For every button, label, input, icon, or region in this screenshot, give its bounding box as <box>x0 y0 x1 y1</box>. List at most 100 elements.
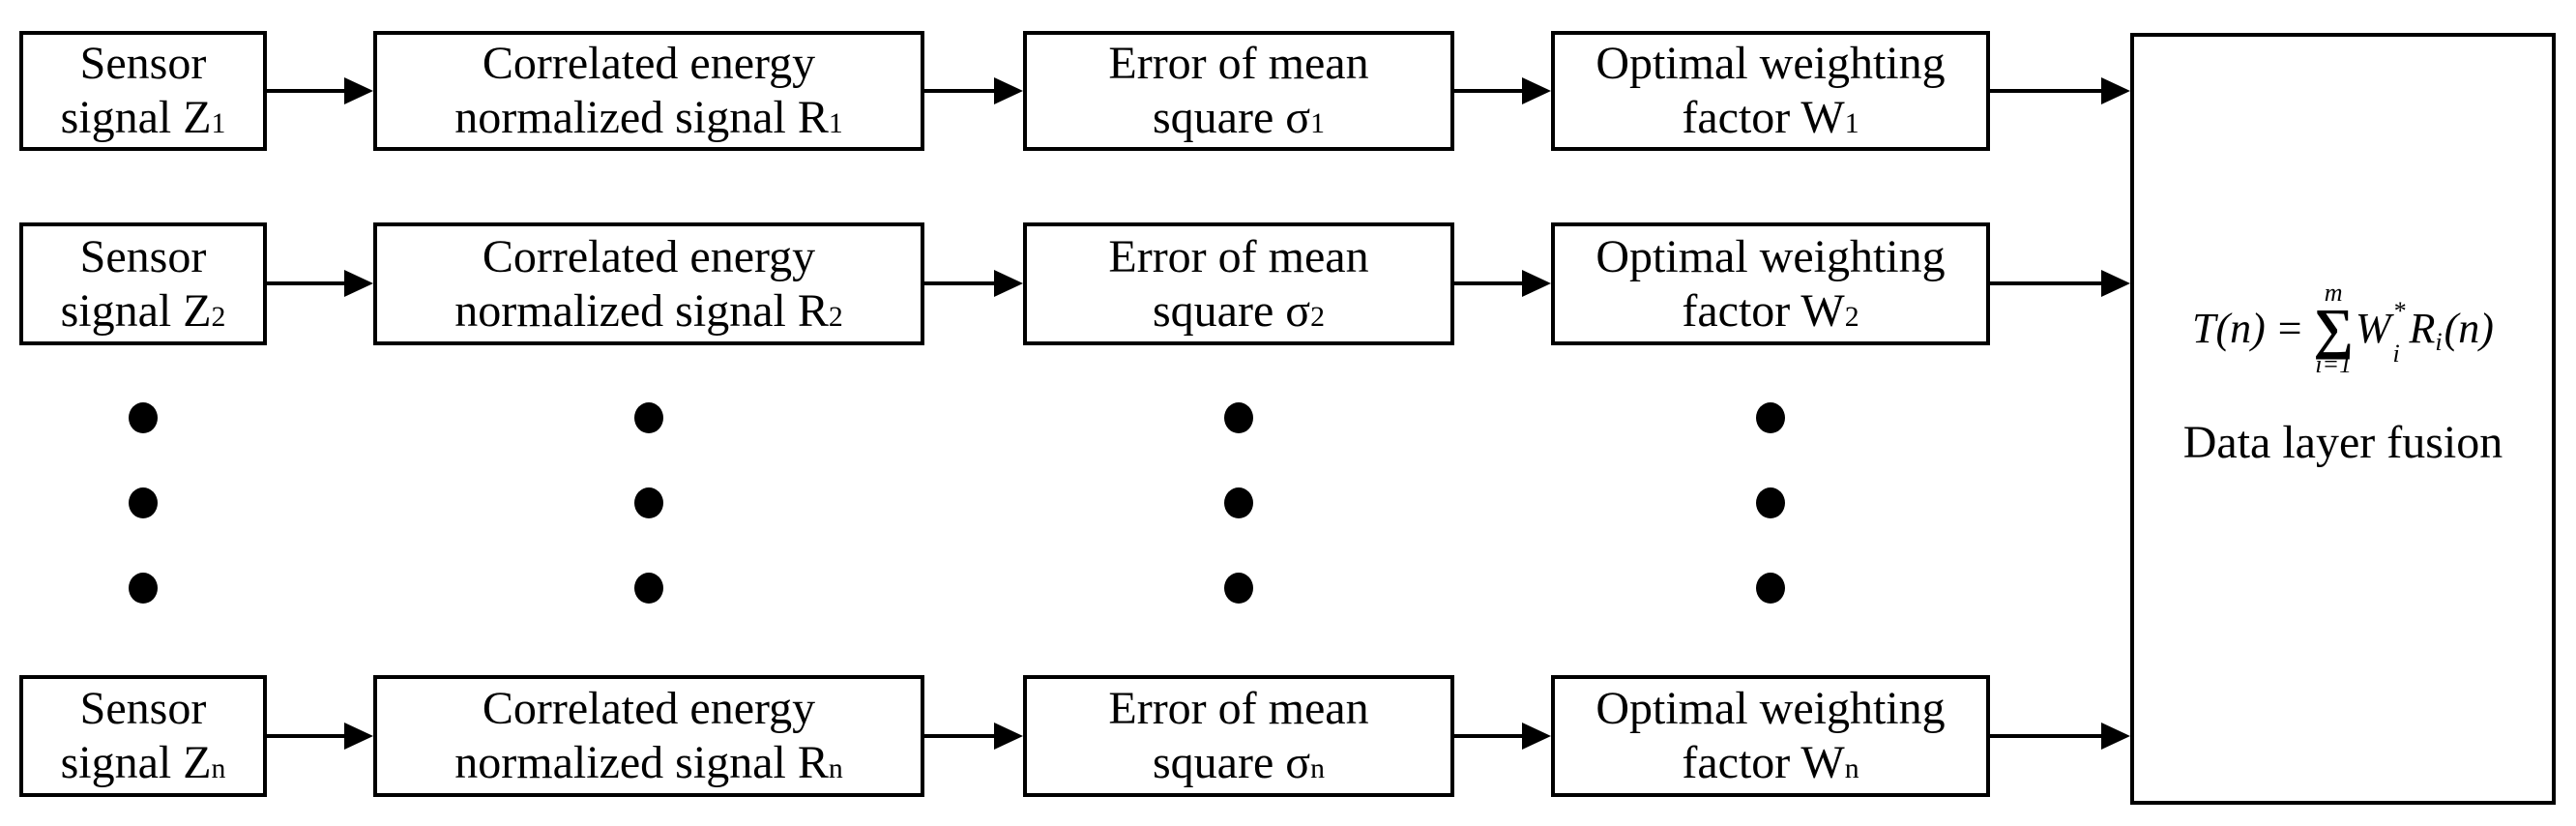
summation-lower-limit: i=1 <box>2315 349 2353 378</box>
summation-operator: m∑i=1 <box>2314 280 2354 377</box>
box-label-subscript: n <box>828 752 843 784</box>
box-label-text: factor W <box>1682 92 1845 143</box>
dot <box>1756 573 1785 604</box>
box-label-line1: Error of mean <box>1108 230 1369 282</box>
formula-argument: (n) <box>2444 304 2494 352</box>
arrow-shaft <box>267 89 344 93</box>
dot <box>634 487 663 518</box>
box-label-line2: factor W1 <box>1682 91 1859 145</box>
box-label-text: signal Z <box>60 92 212 143</box>
ellipsis-dots-column-2 <box>634 402 663 604</box>
dot <box>634 573 663 604</box>
box-error-mean-square-2: Error of mean square σ2 <box>1023 222 1454 345</box>
formula-r-base: R <box>2409 304 2436 352</box>
box-label-text: signal Z <box>60 737 212 788</box>
box-label-subscript: n <box>1844 752 1859 784</box>
dot <box>1224 487 1253 518</box>
arrow-shaft <box>267 734 344 738</box>
arrow-head-icon <box>344 270 373 297</box>
fusion-label: Data layer fusion <box>2182 416 2503 468</box>
arrow-head-icon <box>1522 723 1551 750</box>
arrow-head-icon <box>344 77 373 104</box>
box-label-text: signal Z <box>60 284 212 337</box>
box-label-subscript: 1 <box>828 107 843 139</box>
box-label-line1: Correlated energy <box>482 230 816 282</box>
arrow-shaft <box>1990 281 2101 285</box>
box-optimal-weighting-2: Optimal weighting factor W2 <box>1551 222 1990 345</box>
dot <box>1224 402 1253 433</box>
arrow-shaft <box>924 281 994 285</box>
flow-arrow <box>1990 76 2130 105</box>
formula-r-subscript: i <box>2435 327 2443 356</box>
arrow-shaft <box>924 734 994 738</box>
box-optimal-weighting-1: Optimal weighting factor W1 <box>1551 31 1990 151</box>
box-label-subscript: n <box>1310 752 1326 784</box>
formula-w-subscript: i <box>2392 339 2400 368</box>
box-correlated-energy-2: Correlated energy normalized signal R2 <box>373 222 924 345</box>
arrow-head-icon <box>2101 723 2130 750</box>
arrow-shaft <box>1990 89 2101 93</box>
box-label-line2: factor Wn <box>1682 736 1859 790</box>
box-label-subscript: 2 <box>1844 300 1859 333</box>
dot <box>1224 573 1253 604</box>
box-label-line2: factor W2 <box>1682 284 1859 339</box>
box-label-line1: Error of mean <box>1108 683 1369 735</box>
box-label-line2: square σ1 <box>1153 91 1325 145</box>
box-error-mean-square-1: Error of mean square σ1 <box>1023 31 1454 151</box>
box-label-line1: Sensor <box>79 230 207 282</box>
arrow-shaft <box>267 281 344 285</box>
arrow-shaft <box>1454 734 1522 738</box>
flow-arrow <box>1454 76 1551 105</box>
box-label-line1: Sensor <box>79 683 207 735</box>
box-label-line2: normalized signal R1 <box>454 91 842 145</box>
formula-equals: = <box>2274 304 2304 352</box>
box-label-text: factor W <box>1682 284 1845 337</box>
box-label-text: square σ <box>1152 92 1311 143</box>
formula-lhs: T(n) <box>2192 304 2266 352</box>
box-label-subscript: n <box>211 752 226 784</box>
box-label-line1: Correlated energy <box>482 38 816 90</box>
arrow-head-icon <box>994 77 1023 104</box>
box-label-text: normalized signal R <box>454 284 829 337</box>
box-label-subscript: 1 <box>211 107 226 139</box>
flow-arrow <box>267 76 373 105</box>
flow-arrow <box>1990 269 2130 298</box>
box-label-line1: Optimal weighting <box>1595 683 1946 735</box>
box-label-subscript: 1 <box>1844 107 1859 139</box>
box-label-line1: Sensor <box>79 38 207 90</box>
box-label-subscript: 2 <box>211 300 226 333</box>
arrow-head-icon <box>994 723 1023 750</box>
box-label-line2: normalized signal R2 <box>454 284 842 339</box>
box-label-text: square σ <box>1152 737 1311 788</box>
dot <box>634 402 663 433</box>
box-label-line1: Optimal weighting <box>1595 38 1946 90</box>
arrow-head-icon <box>344 723 373 750</box>
arrow-head-icon <box>1522 77 1551 104</box>
ellipsis-dots-column-4 <box>1756 402 1785 604</box>
box-label-text: factor W <box>1682 737 1845 788</box>
box-correlated-energy-1: Correlated energy normalized signal R1 <box>373 31 924 151</box>
arrow-head-icon <box>994 270 1023 297</box>
flow-arrow <box>267 269 373 298</box>
box-label-line2: square σn <box>1153 736 1325 790</box>
box-label-subscript: 2 <box>1310 300 1326 333</box>
box-label-line1: Correlated energy <box>482 683 816 735</box>
summation-upper-limit: m <box>2324 279 2343 307</box>
box-error-mean-square-n: Error of mean square σn <box>1023 675 1454 797</box>
box-sensor-signal-2: Sensor signal Z2 <box>19 222 267 345</box>
box-label-line2: signal Zn <box>61 736 226 790</box>
flow-arrow <box>924 76 1023 105</box>
box-label-line2: normalized signal Rn <box>454 736 842 790</box>
flow-arrow <box>924 269 1023 298</box>
formula-w-base: W <box>2355 304 2391 352</box>
box-correlated-energy-n: Correlated energy normalized signal Rn <box>373 675 924 797</box>
flow-arrow <box>1990 722 2130 751</box>
box-sensor-signal-n: Sensor signal Zn <box>19 675 267 797</box>
arrow-head-icon <box>2101 270 2130 297</box>
box-label-text: square σ <box>1152 284 1311 337</box>
arrow-head-icon <box>2101 77 2130 104</box>
ellipsis-dots-column-1 <box>129 402 158 604</box>
